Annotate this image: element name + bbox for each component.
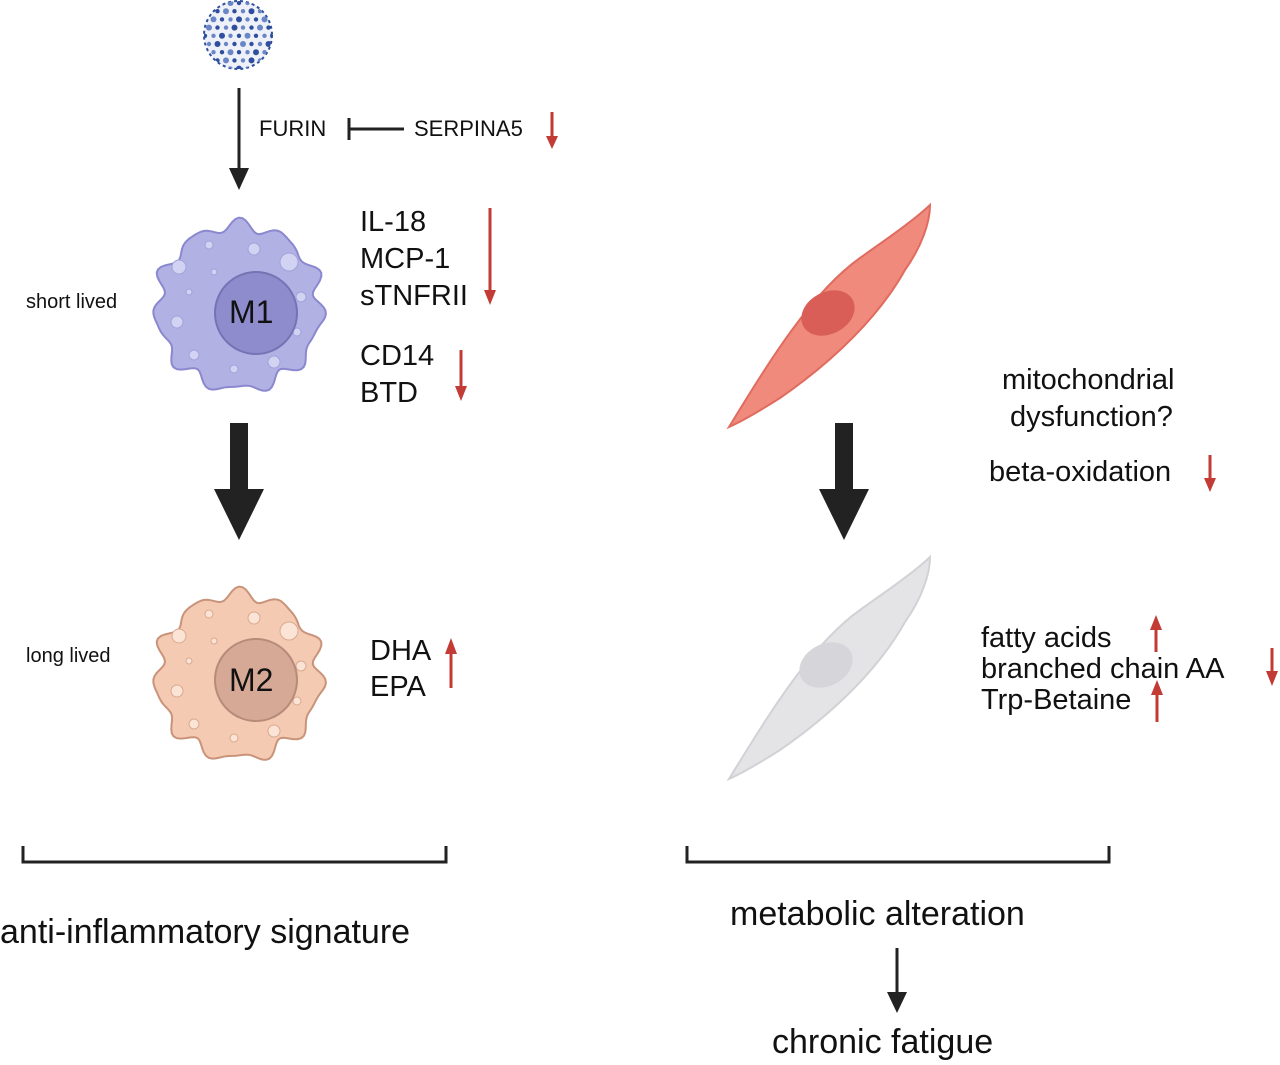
- muscle-cell-icon: [726, 202, 932, 430]
- branched-chain-aa-label: branched chain AA: [981, 653, 1225, 685]
- fatigue-arrow: [887, 948, 907, 1013]
- furin-label: FURIN: [259, 116, 327, 141]
- btd-label: BTD: [360, 377, 418, 409]
- branched-chain-aa-down-arrow: [1266, 648, 1278, 686]
- beta-oxidation-down-arrow: [1204, 455, 1216, 492]
- metabolic-alteration-label: metabolic alteration: [730, 895, 1025, 933]
- m2-lifespan-label: long lived: [26, 645, 111, 667]
- dha-label: DHA: [370, 635, 432, 667]
- m1-to-m2-arrow: [214, 423, 264, 540]
- faded-muscle-cell-icon: [726, 554, 932, 782]
- m1-group2-down-arrow: [455, 350, 467, 401]
- virus-entry-arrow: [229, 88, 249, 190]
- serpina5-label: SERPINA5: [414, 116, 523, 141]
- muscle-transition-arrow: [819, 423, 869, 540]
- anti-inflammatory-label: anti-inflammatory signature: [0, 913, 411, 951]
- chronic-fatigue-label: chronic fatigue: [772, 1023, 994, 1061]
- right-bracket: [685, 846, 1111, 864]
- stnfrii-label: sTNFRII: [360, 280, 468, 312]
- fatty-acids-up-arrow: [1150, 615, 1162, 652]
- m2-markers-up-arrow: [445, 638, 457, 688]
- trp-betaine-label: Trp-Betaine: [981, 684, 1132, 716]
- m1-macrophage-icon: [152, 216, 327, 392]
- m2-label: M2: [229, 662, 274, 698]
- cd14-label: CD14: [360, 340, 435, 372]
- epa-label: EPA: [370, 671, 426, 703]
- trp-betaine-up-arrow: [1151, 680, 1163, 722]
- dysfunction-label: dysfunction?: [1010, 401, 1173, 433]
- mcp1-label: MCP-1: [360, 243, 451, 275]
- m1-group1-down-arrow: [484, 208, 496, 305]
- il18-label: IL-18: [360, 206, 427, 238]
- serpina5-down-arrow: [546, 112, 558, 149]
- mitochondrial-label: mitochondrial: [1002, 364, 1175, 396]
- virus-icon: [203, 0, 273, 70]
- beta-oxidation-label: beta-oxidation: [989, 456, 1172, 488]
- fatty-acids-label: fatty acids: [981, 622, 1112, 654]
- left-bracket: [21, 846, 448, 864]
- inhibition-icon: [347, 118, 404, 140]
- m1-lifespan-label: short lived: [26, 291, 118, 313]
- m1-label: M1: [229, 294, 274, 330]
- m2-macrophage-icon: [152, 585, 327, 761]
